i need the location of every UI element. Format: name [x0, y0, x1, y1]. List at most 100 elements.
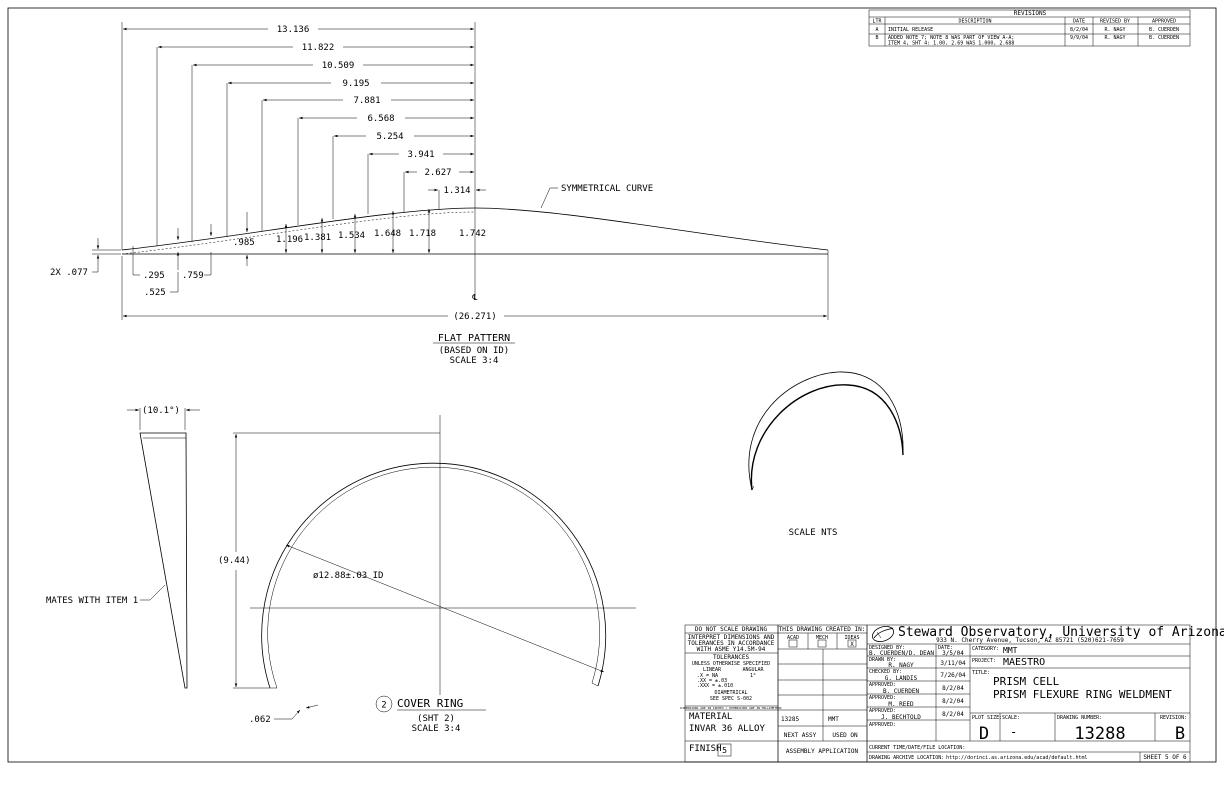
approved-2-date: 8/2/04 [942, 698, 964, 705]
dim-edge-thickness: 2X .077 [50, 268, 88, 278]
assembly-application-label: ASSEMBLY APPLICATION [786, 748, 859, 755]
title-line-1: PRISM CELL [993, 675, 1060, 688]
dim-ring-height: (9.44) [218, 556, 251, 566]
linear-label: LINEAR [703, 667, 722, 673]
dim-height-6: 1.718 [409, 229, 436, 239]
dim-ring-diameter: ø12.88±.03 ID [313, 571, 383, 581]
rev-header-approved: APPROVED [1152, 19, 1176, 25]
angular-label: ANGULAR [742, 667, 764, 673]
revision-label: REVISION: [1160, 715, 1187, 721]
approved-1-label: APPROVED: [869, 682, 896, 688]
finish-note: 5 [722, 746, 727, 755]
symmetrical-curve-note: SYMMETRICAL CURVE [561, 184, 653, 194]
dims-units-note: DIMENSIONS ARE IN INCHES / DIMENSIONS AR… [680, 706, 781, 710]
cover-ring-front-view: (9.44) ø12.88±.03 ID .062 2 COVER RING (… [218, 415, 636, 734]
checked-by-value: G. LANDIS [885, 675, 918, 682]
approved-3-value: J. BECHTOLD [881, 714, 921, 721]
archive-value: http://dorinci.as.arizona.edu/acad/defau… [946, 755, 1087, 761]
rev-header-date: DATE [1073, 19, 1085, 25]
flat-pattern-view: ℄ 13.136 11.822 10.509 9.195 7.881 6.568 [50, 22, 829, 366]
dim-horizontal-10: 1.314 [443, 186, 470, 196]
cover-ring-scale: SCALE 3:4 [412, 724, 461, 734]
plot-size-value: D [979, 724, 989, 744]
iso-view-scale: SCALE NTS [789, 528, 838, 538]
archive-label: DRAWING ARCHIVE LOCATION: [869, 755, 944, 761]
flat-pattern-curve [121, 207, 829, 251]
tol-line-2: .XX = ±.03 [697, 678, 727, 684]
cover-ring-side-view: (10.1°) MATES WITH ITEM 1 [46, 406, 200, 689]
flat-pattern-subtitle: (BASED ON ID) [439, 346, 509, 356]
rev-row-b-date: 9/9/04 [1070, 35, 1088, 41]
dim-lower-2: .525 [144, 288, 166, 298]
dim-horizontal-5: 7.881 [353, 96, 380, 106]
do-not-scale-note: DO NOT SCALE DRAWING [695, 626, 768, 633]
rev-header-description: DESCRIPTION [958, 19, 991, 25]
material-label: MATERIAL [689, 712, 732, 722]
dim-horizontal-8: 3.941 [407, 150, 434, 160]
approved-2-value: M. REED [888, 701, 914, 708]
cover-ring-sheet-ref: (SHT 2) [417, 714, 455, 724]
dim-ring-thickness: .062 [249, 715, 271, 725]
rev-row-a-approved: B. CUERDEN [1149, 27, 1179, 33]
dim-horizontal-4: 9.195 [342, 79, 369, 89]
revisions-title: REVISIONS [1014, 10, 1047, 17]
interpret-line-1: INTERPRET DIMENSIONS AND [688, 634, 775, 641]
rev-row-a-ltr: A [875, 27, 878, 33]
title-label: TITLE: [972, 670, 990, 676]
project-label: PROJECT: [972, 658, 996, 664]
dim-horizontal-3: 10.509 [322, 61, 355, 71]
approved-4-label: APPROVED: [869, 722, 896, 728]
designed-date: 3/5/04 [942, 650, 964, 657]
rev-row-a-desc: INITIAL RELEASE [888, 27, 933, 33]
approved-1-value: B. CUERDEN [883, 688, 920, 695]
observatory-logo [871, 626, 895, 642]
material-value: INVAR 36 ALLOY [689, 724, 765, 734]
title-block: DO NOT SCALE DRAWING INTERPRET DIMENSION… [680, 624, 1224, 763]
category-value: MMT [1003, 646, 1018, 655]
tol-line-3: .XXX = ±.010 [697, 683, 733, 689]
dim-height-3: 1.381 [304, 233, 331, 243]
tolerances-title: TOLERANCES [713, 654, 750, 661]
rev-row-a-date: 8/2/04 [1070, 27, 1088, 33]
dim-height-1: .985 [233, 238, 255, 248]
next-assy-value: 13285 [781, 716, 799, 723]
dim-height-2: 1.196 [276, 235, 303, 245]
item-number: 2 [381, 701, 386, 711]
drawing-number-label: DRAWING NUMBER: [1057, 715, 1102, 721]
rev-row-b-desc-line1: ADDED NOTE 7; NOTE 8 WAS PART OF VIEW A-… [888, 35, 1014, 41]
rev-row-b-approved: B. CUERDEN [1149, 35, 1179, 41]
flat-pattern-scale: SCALE 3:4 [450, 356, 499, 366]
dim-height-5: 1.648 [374, 229, 401, 239]
dim-wedge-angle: (10.1°) [142, 406, 180, 416]
symmetrical-curve-leader [540, 187, 558, 209]
cad-mech-checkbox [817, 639, 827, 648]
tolerances-subtitle: UNLESS OTHERWISE SPECIFIED [692, 661, 770, 667]
interpret-line-2: TOLERANCES IN ACCORDANCE [688, 640, 775, 647]
dim-overall-length: (26.271) [453, 312, 496, 322]
revision-value: B [1175, 724, 1185, 744]
cad-ideas-checkbox [847, 639, 857, 648]
item-balloon [375, 695, 393, 713]
rev-row-b-ltr: B [875, 35, 878, 41]
mates-with-note: MATES WITH ITEM 1 [46, 596, 138, 606]
dim-height-4: 1.534 [338, 231, 365, 241]
finish-note-box [717, 743, 732, 757]
interpret-line-3: WITH ASME Y14.5M-94 [697, 646, 766, 653]
cad-mech-label: MECH [816, 635, 828, 641]
rev-row-b-desc-line2: ITEM 4, SHT 4: 1.00, 2.69 WAS 1.000, 2.6… [888, 41, 1014, 47]
checked-by-label: CHECKED BY: [869, 669, 902, 675]
organization-address: 933 N. Cherry Avenue, Tucson, AZ 85721 (… [936, 637, 1124, 644]
project-value: MAESTRO [1003, 657, 1045, 668]
title-line-2: PRISM FLEXURE RING WELDMENT [993, 688, 1172, 701]
scale-label: SCALE: [1002, 715, 1020, 721]
drawn-by-value: R. NAGY [888, 662, 914, 669]
designed-date-label: DATE: [938, 645, 953, 651]
cad-ideas-label: IDEAS [844, 635, 859, 641]
wedge-profile [139, 432, 188, 689]
rev-row-a-revised-by: R. NAGY [1104, 27, 1125, 33]
flat-pattern-title: FLAT PATTERN [438, 333, 510, 344]
angular-value: 1° [750, 673, 756, 679]
cad-acad-checkbox [788, 639, 798, 648]
dim-horizontal-7: 5.254 [376, 132, 403, 142]
